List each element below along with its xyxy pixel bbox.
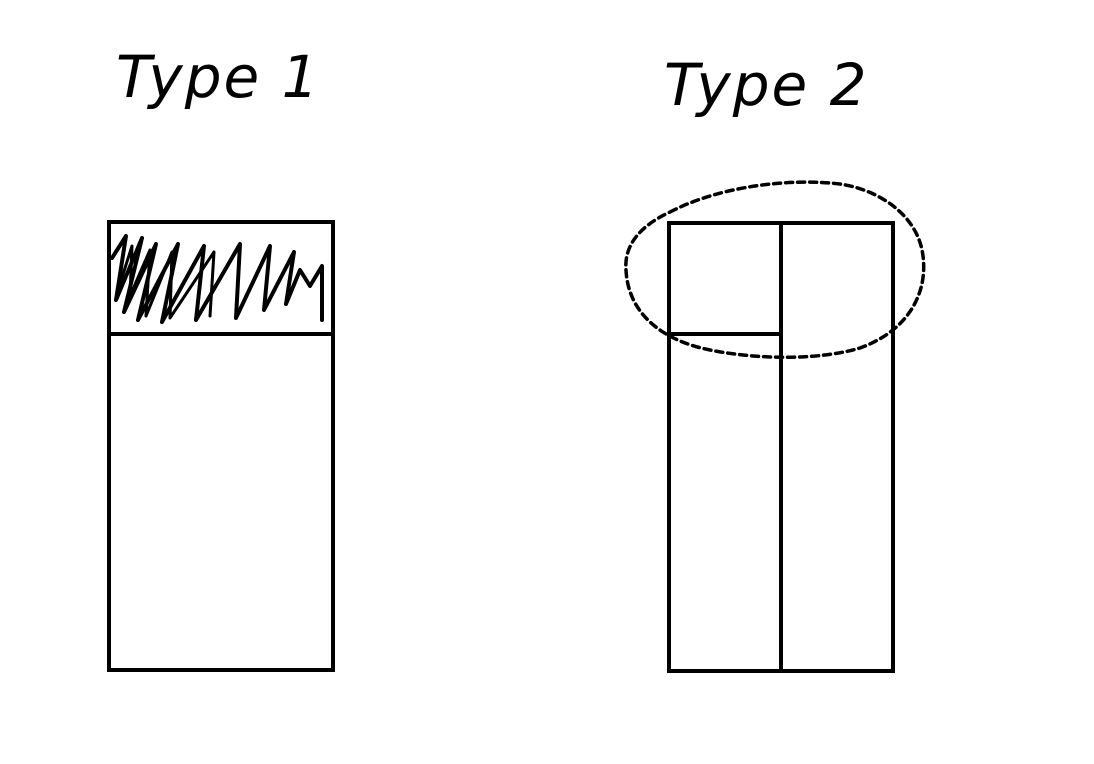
type-2-dashed-highlight-ellipse: [624, 180, 926, 360]
type-1-label: Type 1: [116, 43, 321, 111]
type-1-hatch-scribble: [110, 234, 324, 324]
type-2-shape: [624, 180, 926, 673]
type-1-outer-rect: [107, 220, 335, 672]
type-1-shape: [107, 220, 335, 672]
type-1-hatch-scribble-2: [116, 244, 216, 320]
type-2-label: Type 2: [664, 51, 869, 119]
